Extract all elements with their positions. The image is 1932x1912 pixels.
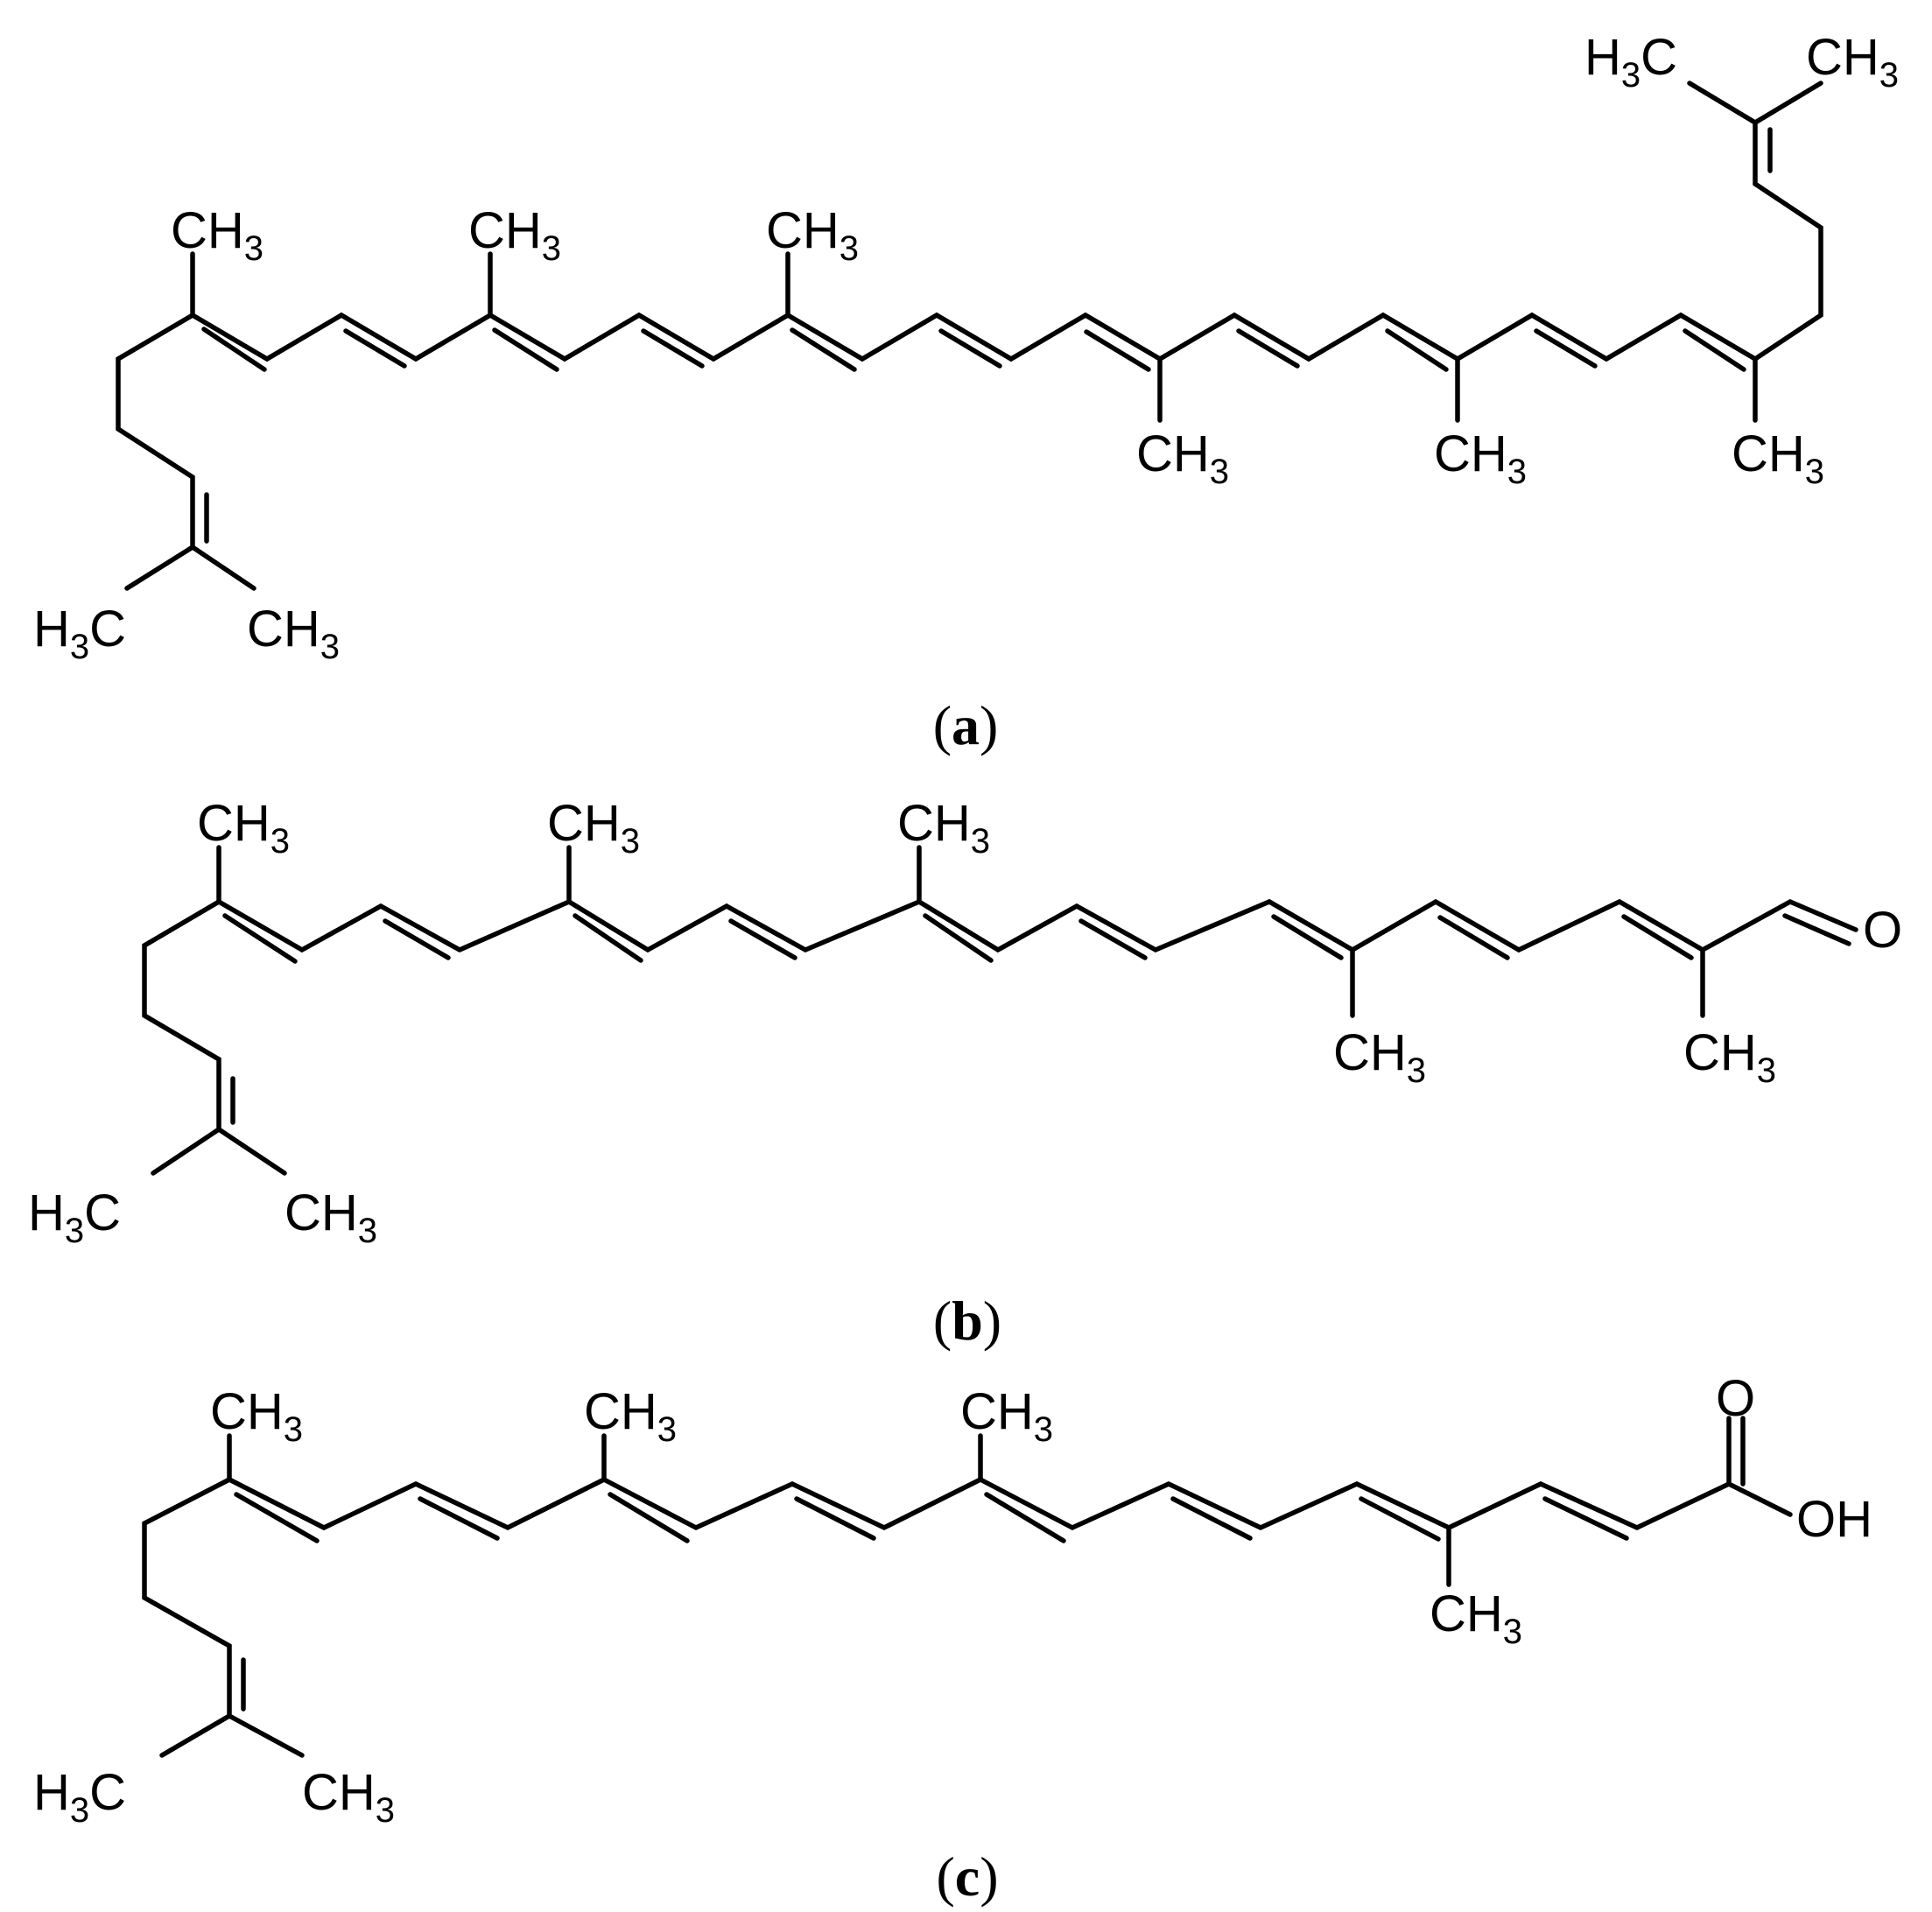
methyl-label: CH3 — [247, 601, 340, 666]
methyl-label: CH3 — [897, 795, 990, 861]
structure-c-bonds — [142, 1416, 1793, 1758]
methyl-label: CH3 — [197, 795, 290, 861]
structure-a-bonds — [116, 81, 1823, 591]
carbonyl-oxygen-label: O — [1716, 1370, 1755, 1427]
caption-a: (a) — [933, 694, 999, 756]
structure-a: CH3 CH3 CH3 CH3 CH3 CH3 H3C CH3 H3C CH3 … — [33, 29, 1899, 756]
structure-b-double-bonds — [222, 913, 1851, 1125]
hydroxyl-label: OH — [1796, 1491, 1872, 1548]
methyl-label: CH3 — [1732, 425, 1824, 491]
structure-c: CH3 CH3 CH3 CH3 O OH H3C CH3 (c) — [33, 1370, 1872, 1908]
methyl-label: CH3 — [210, 1383, 303, 1449]
methyl-label: CH3 — [302, 1764, 395, 1830]
structure-a-double-bonds — [201, 127, 1773, 544]
caption-c: (c) — [936, 1845, 998, 1908]
methyl-label: CH3 — [1683, 1024, 1776, 1090]
methyl-label: CH3 — [766, 202, 859, 268]
caption-b: (b) — [933, 1290, 1001, 1352]
dimethyl-label-left: H3C — [33, 601, 126, 666]
carbonyl-oxygen-label: O — [1863, 902, 1902, 959]
methyl-label: CH3 — [1333, 1024, 1426, 1090]
methyl-label: CH3 — [171, 202, 263, 268]
dimethyl-label-left: H3C — [33, 1764, 126, 1830]
methyl-label: CH3 — [1136, 425, 1229, 491]
structure-b-bonds — [142, 845, 1858, 1176]
methyl-label: CH3 — [1434, 425, 1527, 491]
methyl-label: CH3 — [1806, 29, 1899, 95]
methyl-label: CH3 — [960, 1383, 1053, 1449]
dimethyl-label-left: H3C — [1584, 29, 1677, 95]
structure-c-double-bonds — [234, 1416, 1746, 1712]
methyl-label: CH3 — [285, 1184, 377, 1250]
methyl-label: CH3 — [468, 202, 561, 268]
methyl-label: CH3 — [584, 1383, 677, 1449]
methyl-label: CH3 — [547, 795, 640, 861]
dimethyl-label-left: H3C — [28, 1184, 121, 1250]
structure-b: CH3 CH3 CH3 CH3 CH3 O H3C CH3 (b) — [28, 795, 1902, 1352]
methyl-label: CH3 — [1430, 1585, 1522, 1651]
